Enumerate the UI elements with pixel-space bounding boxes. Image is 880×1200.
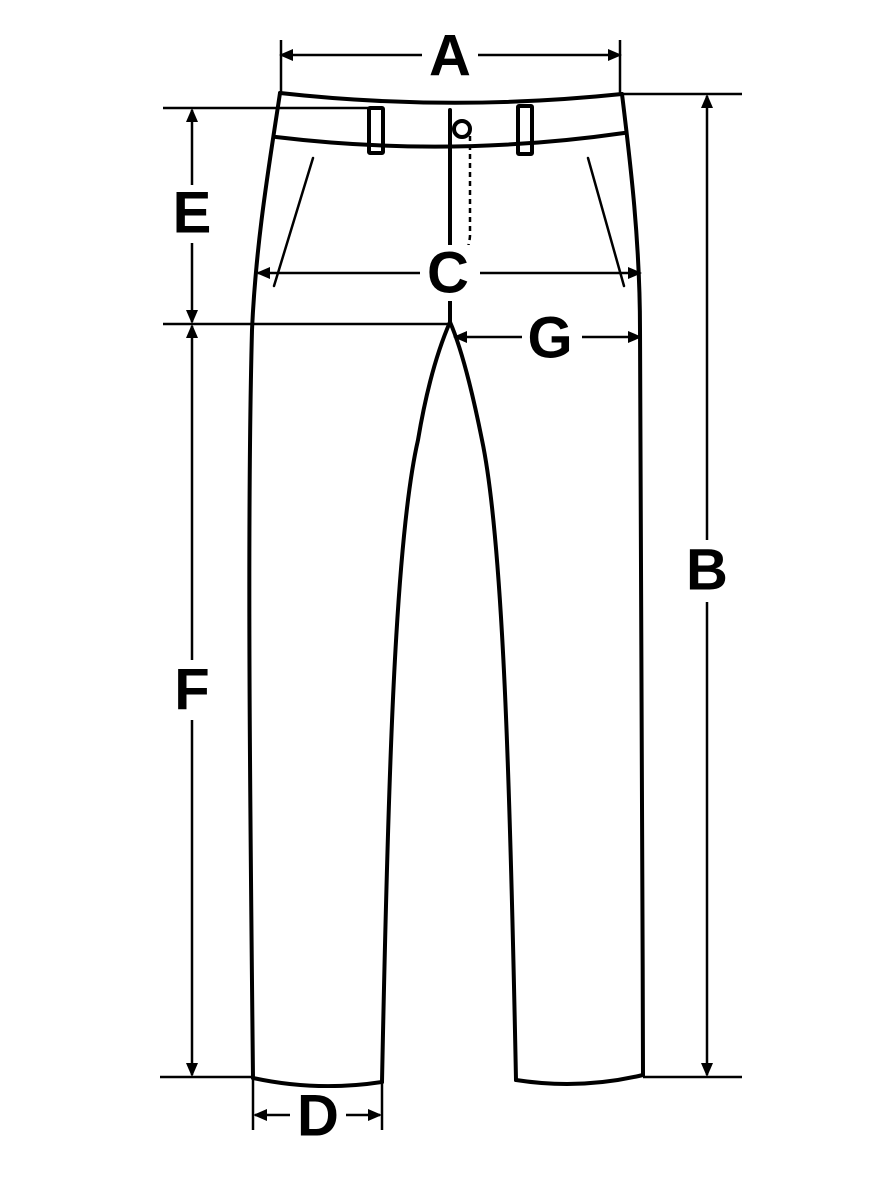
label-g: G	[527, 306, 572, 371]
left-pocket-line	[272, 156, 315, 288]
label-f: F	[174, 658, 209, 723]
waist-button	[452, 119, 472, 139]
label-b: B	[686, 538, 728, 603]
right-hem	[514, 1073, 645, 1086]
trousers-outline	[247, 91, 645, 1089]
left-hem	[251, 1076, 384, 1089]
label-a: A	[429, 24, 471, 89]
label-d: D	[297, 1084, 339, 1149]
label-e: E	[173, 181, 212, 246]
left-belt-loop	[367, 106, 385, 155]
right-outer-seam	[620, 92, 645, 1077]
right-inseam	[448, 320, 518, 1082]
right-belt-loop	[516, 104, 534, 156]
left-inseam	[380, 320, 452, 1084]
label-c: C	[427, 241, 469, 306]
waistband-top	[278, 91, 624, 105]
right-pocket-line	[586, 156, 626, 288]
left-outer-seam	[247, 91, 282, 1080]
dimension-labels: A B C D E F G	[164, 24, 736, 1149]
